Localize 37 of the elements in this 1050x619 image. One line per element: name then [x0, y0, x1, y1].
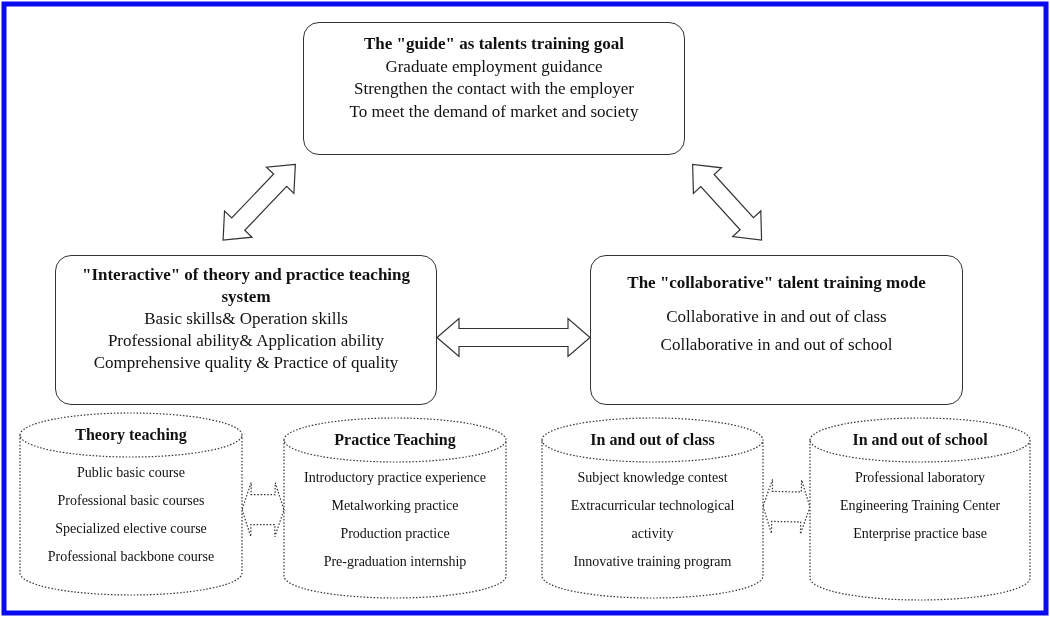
double-arrow: [222, 163, 296, 241]
box-heading: The "guide" as talents training goal: [363, 33, 625, 55]
double-arrow: [436, 317, 591, 358]
list-item: Professional backbone course: [47, 548, 215, 566]
double-arrow: [762, 478, 811, 535]
cylinder-heading: Theory teaching: [75, 425, 187, 445]
box-text: Strengthen the contact with the employer: [354, 78, 634, 101]
double-arrow: [692, 163, 763, 241]
list-item: Innovative training program: [573, 553, 732, 571]
box-heading: The "collaborative" talent training mode: [627, 272, 926, 294]
double-arrow: [241, 481, 285, 538]
cylinder-heading: Practice Teaching: [334, 430, 456, 450]
list-item: Extracurricular technological activity: [569, 497, 736, 543]
box-text: Professional ability& Application ability: [107, 330, 385, 353]
cylinder-heading: In and out of class: [590, 430, 715, 450]
box-text: Comprehensive quality & Practice of quality: [93, 352, 399, 375]
box-text: Graduate employment guidance: [385, 55, 603, 78]
list-item: Engineering Training Center: [839, 497, 1001, 515]
list-item: Pre-graduation internship: [323, 553, 467, 571]
list-item: Professional laboratory: [854, 469, 986, 487]
list-item: Public basic course: [76, 464, 186, 482]
box-text: Collaborative in and out of class: [666, 306, 887, 329]
box-text: To meet the demand of market and society: [349, 100, 639, 123]
list-item: Metalworking practice: [331, 497, 459, 515]
rounded-box: [55, 255, 437, 405]
list-item: Professional basic courses: [57, 492, 205, 510]
rounded-box: [590, 255, 963, 405]
list-item: Subject knowledge contest: [577, 469, 728, 487]
list-item: Production practice: [340, 525, 450, 543]
box-heading: "Interactive" of theory and practice teaching system: [80, 264, 412, 309]
list-item: Introductory practice experience: [304, 469, 486, 487]
box-text: Basic skills& Operation skills: [144, 308, 348, 331]
list-item: Enterprise practice base: [853, 525, 987, 543]
rounded-box: [303, 22, 685, 155]
cylinder-heading: In and out of school: [852, 430, 988, 450]
box-text: Collaborative in and out of school: [660, 334, 893, 357]
list-item: Specialized elective course: [55, 520, 207, 538]
